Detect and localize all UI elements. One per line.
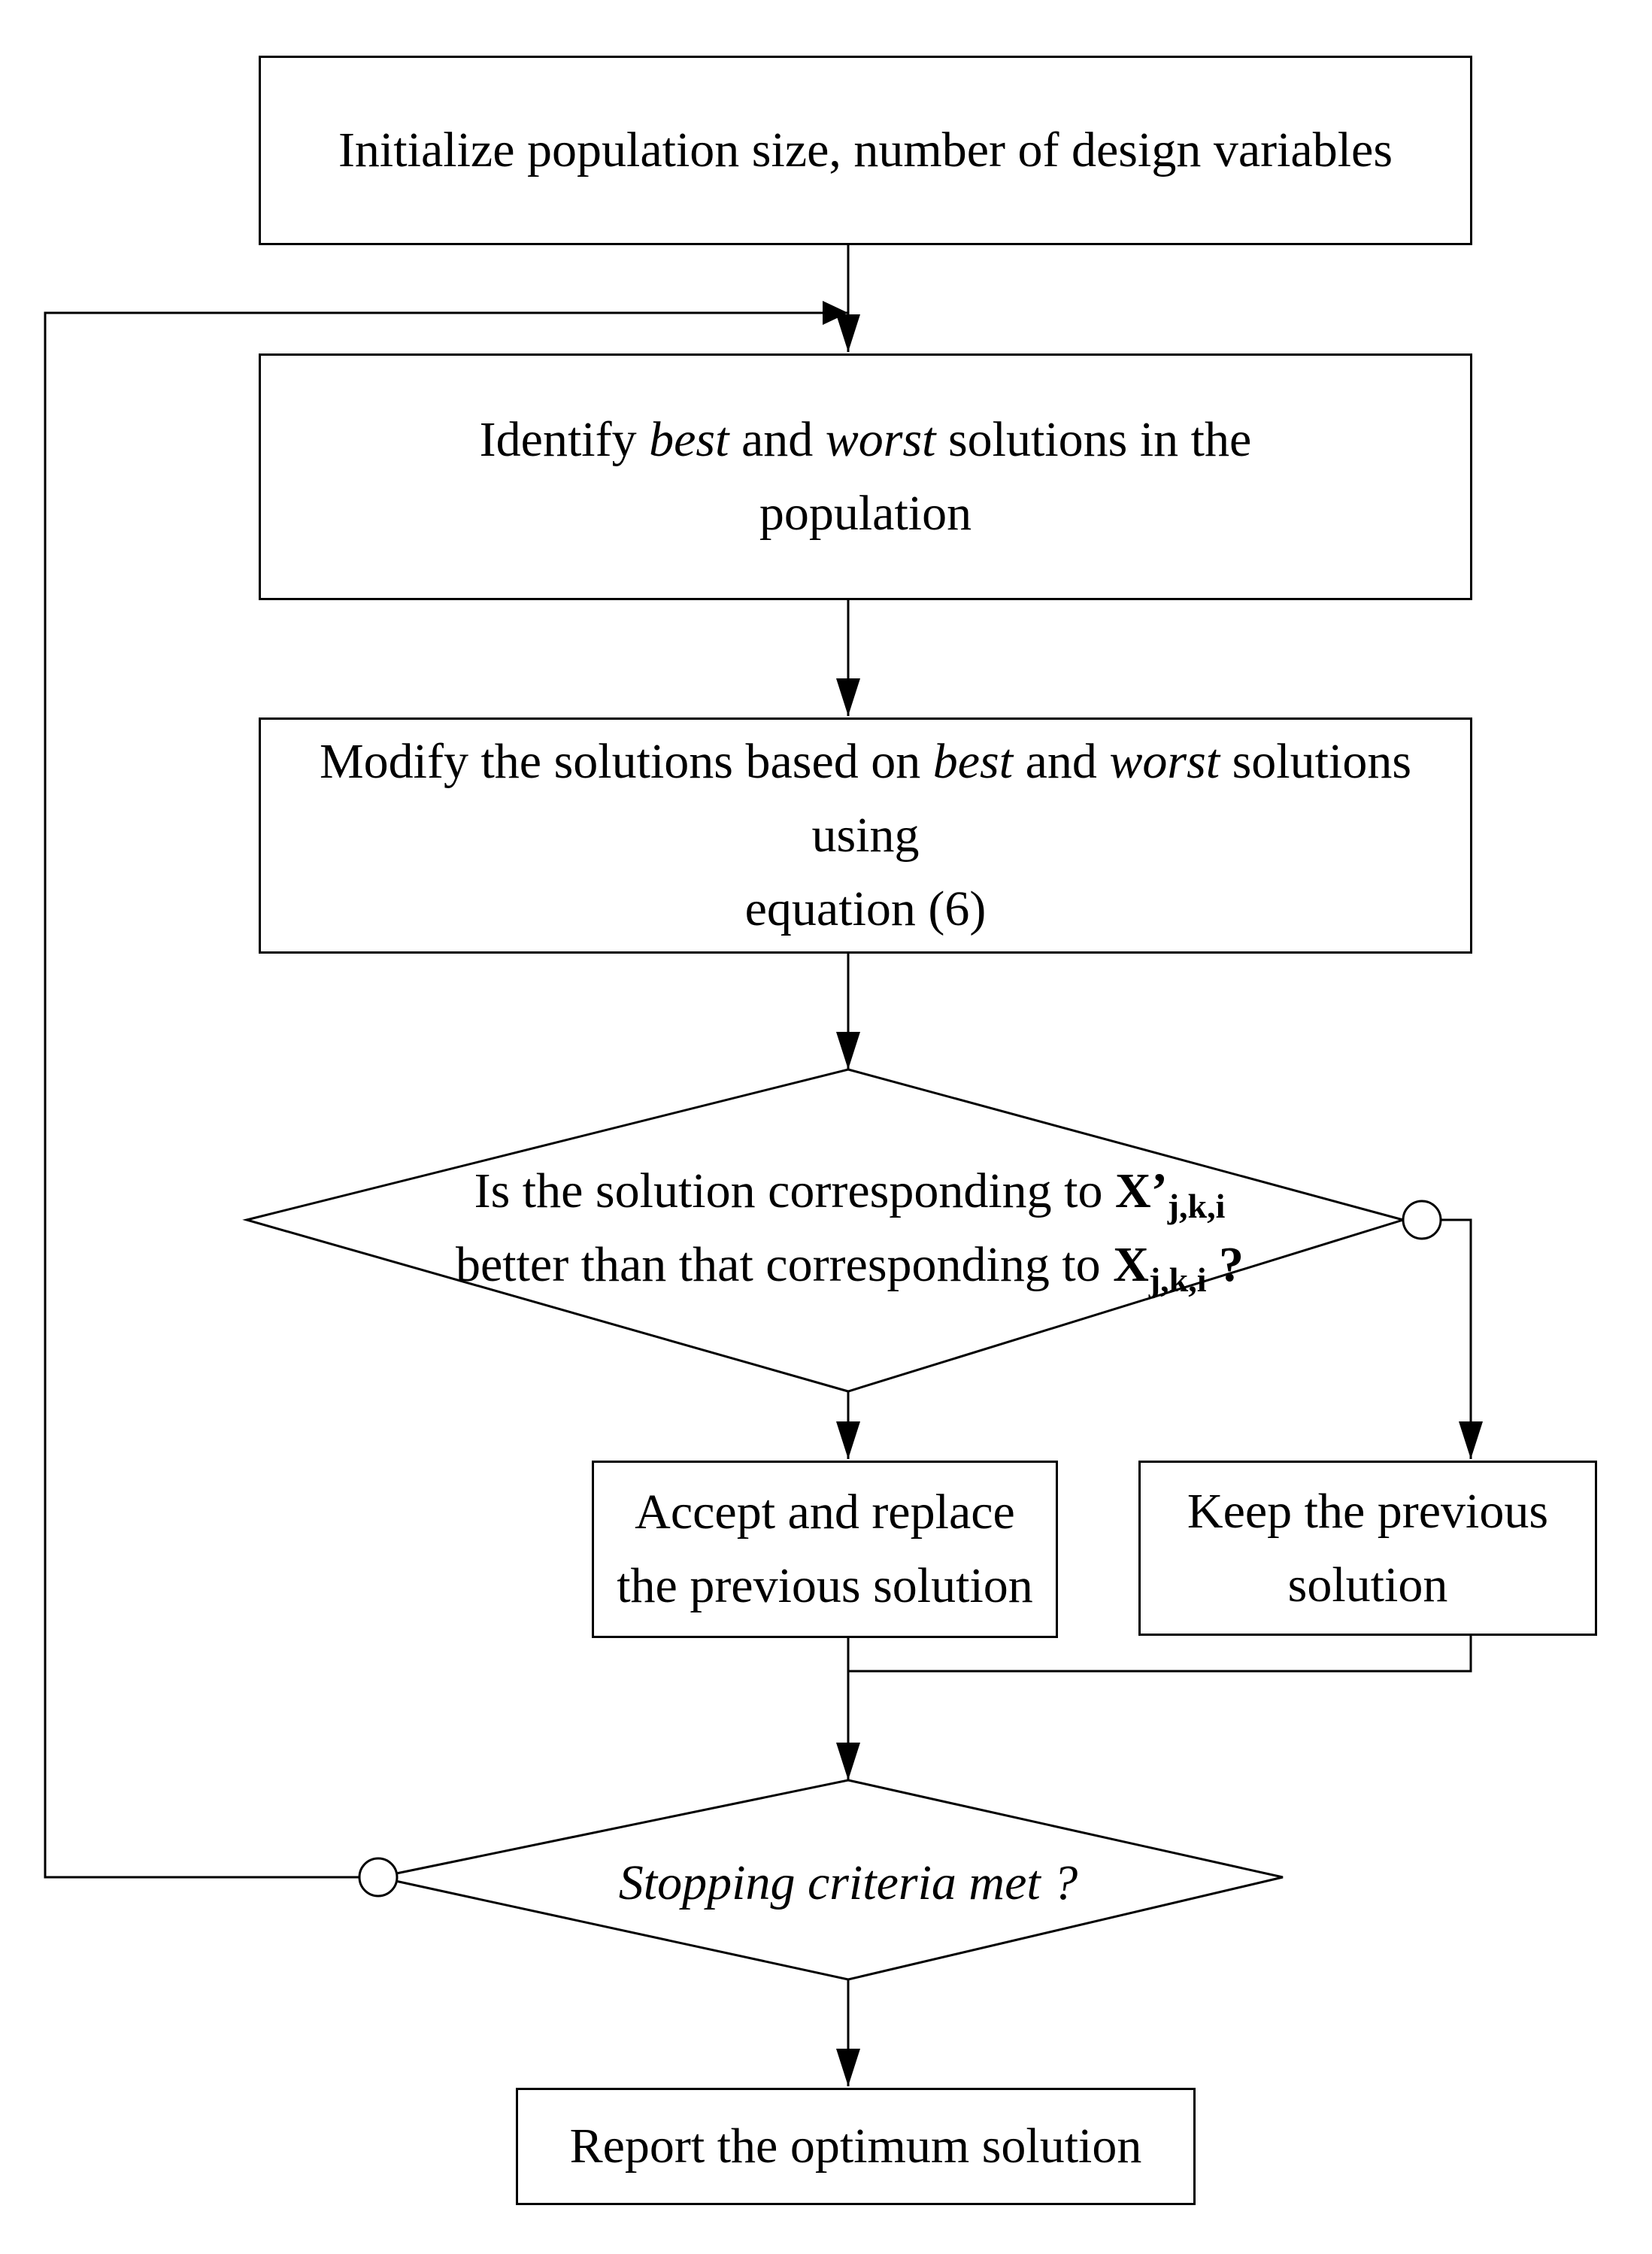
keep-step-line1: Keep the previous [1187, 1483, 1549, 1539]
decision-compare-text: Is the solution corresponding to X’j,k,i… [421, 1154, 1278, 1301]
arrowhead-accept [836, 1421, 860, 1459]
accept-step-line1: Accept and replace [635, 1485, 1015, 1540]
arrowhead-stop [836, 1743, 860, 1780]
arrowhead-modify [836, 678, 860, 716]
identify-step-line1: Identify best and worst solutions in the [479, 412, 1252, 468]
identify-step-box: Identify best and worst solutions in the… [259, 353, 1472, 600]
initialize-step-text: Initialize population size, number of de… [338, 123, 1393, 178]
decision-stop-text: Stopping criteria met ? [618, 1855, 1078, 1910]
accept-step-box: Accept and replace the previous solution [592, 1461, 1058, 1638]
modify-step-line1: Modify the solutions based on best and w… [319, 734, 1412, 863]
merge-keep-line [848, 1634, 1472, 1673]
arrowhead-loop [823, 301, 848, 325]
loop-back-line [44, 311, 848, 1879]
report-step-box: Report the optimum solution [516, 2088, 1196, 2205]
arrowhead-identify [836, 314, 860, 352]
loop-branch-circle [358, 1857, 399, 1898]
arrow-decision-to-keep [1441, 1218, 1472, 1459]
identify-step-line2: population [759, 486, 972, 541]
report-step-text: Report the optimum solution [569, 2119, 1142, 2174]
decision-compare-line2: better than that corresponding to Xj,k,i… [455, 1236, 1244, 1299]
keep-step-box: Keep the previous solution [1138, 1461, 1597, 1636]
modify-step-line2: equation (6) [744, 881, 987, 936]
decision-compare-line1: Is the solution corresponding to X’j,k,i [474, 1163, 1226, 1225]
arrowhead-report [836, 2049, 860, 2086]
arrowhead-decision [836, 1032, 860, 1069]
modify-step-box: Modify the solutions based on best and w… [259, 717, 1472, 954]
keep-step-line2: solution [1287, 1557, 1448, 1612]
initialize-step-box: Initialize population size, number of de… [259, 56, 1472, 245]
arrowhead-keep [1459, 1421, 1483, 1459]
accept-step-line2: the previous solution [617, 1558, 1033, 1613]
no-branch-circle [1402, 1200, 1442, 1240]
